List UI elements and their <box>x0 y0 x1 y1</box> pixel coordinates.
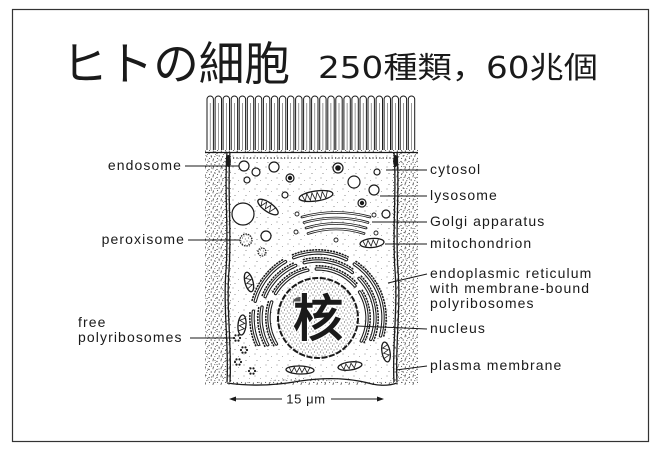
nucleus-mark: 核 <box>293 290 343 348</box>
ribosome <box>237 340 239 342</box>
peroxisome <box>258 248 266 256</box>
endosome <box>239 161 249 171</box>
lysosome <box>369 185 379 195</box>
ribosome <box>249 373 251 375</box>
label-er-line3: polyribosomes <box>430 295 535 311</box>
ribosome <box>244 346 246 348</box>
label-endosome: endosome <box>108 157 182 173</box>
golgi-vesicle <box>334 238 338 242</box>
scale-bar: 15 μm <box>229 392 384 407</box>
vesicle <box>261 231 271 241</box>
mitochondrion <box>286 366 314 375</box>
ribosome <box>238 358 240 360</box>
ribosome <box>246 349 248 351</box>
golgi-vesicle <box>374 231 378 235</box>
label-free-polyribosomes-line1: free <box>78 314 107 330</box>
labels-left: endosome peroxisome free polyribosomes <box>78 157 185 345</box>
scale-bar-arrow-right <box>377 397 384 402</box>
ribosome <box>254 370 256 372</box>
scale-bar-label: 15 μm <box>286 392 325 407</box>
endosome <box>252 168 260 176</box>
label-golgi: Golgi apparatus <box>430 213 545 229</box>
lysosome-dense-core <box>360 201 364 205</box>
ribosome <box>241 346 243 348</box>
vesicle <box>374 169 380 175</box>
label-free-polyribosomes-line2: polyribosomes <box>78 329 183 345</box>
ribosome <box>235 364 237 366</box>
golgi-vesicle <box>295 212 299 216</box>
ribosome <box>240 349 242 351</box>
ribosome <box>239 337 241 339</box>
lysosome <box>348 176 360 188</box>
lysosome-dense-core <box>288 176 292 180</box>
label-lysosome: lysosome <box>430 187 498 203</box>
label-nucleus: nucleus <box>430 320 486 336</box>
label-mitochondrion: mitochondrion <box>430 235 532 251</box>
ribosome <box>234 334 236 336</box>
label-er-line1: endoplasmic reticulum <box>430 265 592 281</box>
ribosome <box>248 370 250 372</box>
vesicle <box>382 210 390 218</box>
slide-subtitle: 250種類，60兆個 <box>318 51 598 86</box>
golgi-vesicle <box>294 230 298 234</box>
golgi-vesicle <box>372 213 376 217</box>
ribosome <box>234 361 236 363</box>
label-er-line2: with membrane-bound <box>429 280 590 296</box>
peroxisome <box>240 234 252 246</box>
labels-right: cytosol lysosome Golgi apparatus mitocho… <box>429 161 592 373</box>
tight-junction <box>393 155 398 167</box>
label-peroxisome: peroxisome <box>102 231 185 247</box>
ribosome <box>252 373 254 375</box>
label-cytosol: cytosol <box>430 161 481 177</box>
ribosome <box>234 340 236 342</box>
tight-junction <box>226 155 231 167</box>
label-plasma-membrane: plasma membrane <box>430 357 562 373</box>
endosome <box>244 177 250 183</box>
vesicle <box>269 162 279 172</box>
vesicle <box>282 192 288 198</box>
ribosome <box>252 367 254 369</box>
ribosome <box>240 361 242 363</box>
slide-title: ヒトの細胞 <box>62 37 290 91</box>
ribosome <box>238 364 240 366</box>
ribosome <box>241 352 243 354</box>
ribosome <box>244 352 246 354</box>
ribosome <box>249 367 251 369</box>
lysosome-dense-core <box>335 165 341 171</box>
microvilli <box>207 96 415 156</box>
ribosome <box>235 358 237 360</box>
vacuole <box>232 203 254 225</box>
ribosome <box>237 334 239 336</box>
scale-bar-arrow-left <box>229 397 236 402</box>
